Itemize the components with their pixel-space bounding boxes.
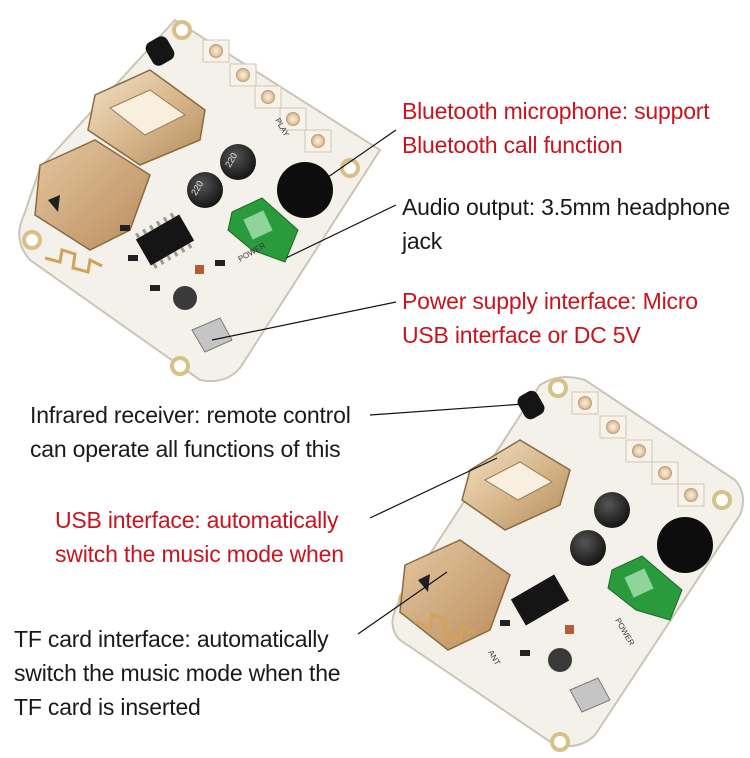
usb-label: USB interface: automatically switch the …: [55, 507, 344, 567]
board-top: 220 220 PLAY POWER: [18, 18, 382, 383]
infrared-label: Infrared receiver: remote control can op…: [30, 402, 351, 462]
audio-output-label: Audio output: 3.5mm headphone jack: [402, 194, 730, 254]
callout-lines: [211, 129, 525, 635]
tf-card-label: TF card interface: automatically switch …: [14, 626, 341, 720]
mic-label: Bluetooth microphone: support Bluetooth …: [402, 98, 710, 158]
power-label: Power supply interface: Micro USB interf…: [402, 288, 698, 348]
board-bottom: POWER ANT: [391, 375, 745, 752]
